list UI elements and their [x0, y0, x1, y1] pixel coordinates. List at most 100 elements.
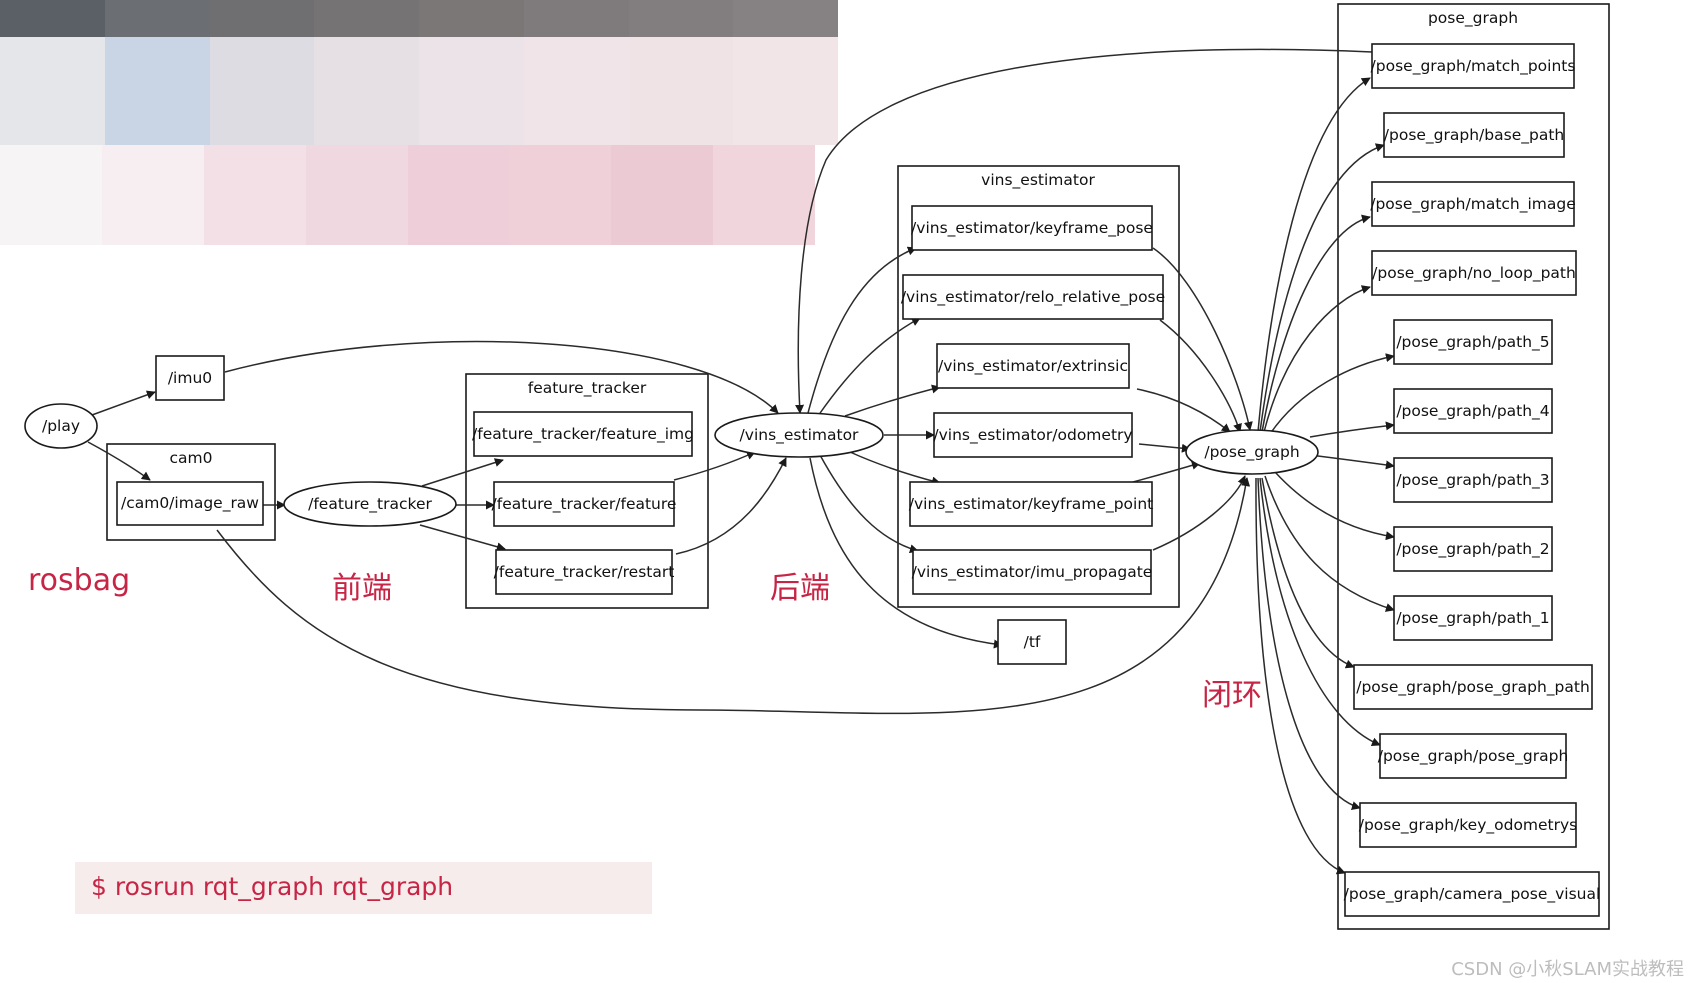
- node-feature-tracker-label: /feature_tracker: [308, 495, 432, 514]
- node-ve-keyframe-point-label: /vins_estimator/keyframe_point: [909, 495, 1153, 514]
- node-ve-keyframe-pose-label: /vins_estimator/keyframe_pose: [911, 219, 1153, 238]
- node-pg-camera-pose-visual[interactable]: /pose_graph/camera_pose_visual: [1344, 871, 1601, 917]
- node-pg-path-3[interactable]: /pose_graph/path_3: [1393, 457, 1553, 503]
- edge-pose-graph-no-loop-path: [1263, 285, 1371, 433]
- node-cam0-image-raw-label: /cam0/image_raw: [121, 494, 259, 513]
- edge-keyframe-pose-pose-graph: [1152, 247, 1253, 431]
- annotation-frontend: 前端: [332, 571, 392, 606]
- node-ve-relo-relative-pose[interactable]: /vins_estimator/relo_relative_pose: [901, 274, 1165, 320]
- edge-pose-graph-match-points: [1257, 77, 1371, 433]
- blurred-cell: [209, 37, 315, 145]
- node-pose-graph[interactable]: /pose_graph: [1185, 429, 1319, 475]
- node-pg-path-2-label: /pose_graph/path_2: [1396, 540, 1549, 559]
- node-ve-odometry-label: /vins_estimator/odometry: [933, 426, 1132, 445]
- node-vins-estimator[interactable]: /vins_estimator: [714, 412, 884, 458]
- blurred-cell: [101, 145, 204, 245]
- node-feature-tracker[interactable]: /feature_tracker: [283, 481, 457, 527]
- edge-vins-imu-propagate: [819, 454, 919, 554]
- blurred-cell: [407, 145, 510, 245]
- edge-imu0-vins-estimator: [224, 340, 779, 414]
- node-ft-feature[interactable]: /feature_tracker/feature: [492, 481, 677, 527]
- node-imu0[interactable]: /imu0: [155, 355, 225, 401]
- node-pg-pose-graph[interactable]: /pose_graph/pose_graph: [1378, 733, 1569, 779]
- annotation-loop-closure: 闭环: [1202, 678, 1262, 713]
- node-pg-pose-graph-label: /pose_graph/pose_graph: [1378, 747, 1569, 766]
- blurred-cell: [209, 0, 315, 37]
- edge-pose-graph-path-4: [1309, 421, 1395, 438]
- node-pg-path-4[interactable]: /pose_graph/path_4: [1393, 388, 1553, 434]
- edge-play-cam0-image-raw: [87, 441, 151, 481]
- edge-pose-graph-base-path: [1259, 143, 1385, 433]
- blurred-cell: [314, 37, 419, 145]
- node-pg-match-points[interactable]: /pose_graph/match_points: [1371, 43, 1576, 89]
- node-tf-label: /tf: [1024, 633, 1041, 651]
- node-pg-no-loop-path-label: /pose_graph/no_loop_path: [1372, 264, 1576, 283]
- edges: [87, 48, 1395, 875]
- node-ve-relo-relative-pose-label: /vins_estimator/relo_relative_pose: [901, 288, 1165, 307]
- node-ft-restart[interactable]: /feature_tracker/restart: [494, 549, 675, 595]
- node-pose-graph-label: /pose_graph: [1204, 443, 1299, 462]
- cluster-pose-graph-label: pose_graph: [1428, 9, 1518, 28]
- node-pg-pose-graph-path[interactable]: /pose_graph/pose_graph_path: [1353, 664, 1593, 710]
- node-imu0-label: /imu0: [168, 369, 212, 387]
- edge-odometry-pose-graph: [1138, 443, 1191, 453]
- edge-extrinsic-pose-graph: [1136, 388, 1231, 433]
- annotation-backend: 后端: [770, 571, 830, 606]
- edge-play-imu0: [91, 390, 156, 416]
- node-pg-match-points-label: /pose_graph/match_points: [1371, 57, 1576, 76]
- node-pg-no-loop-path[interactable]: /pose_graph/no_loop_path: [1371, 250, 1577, 296]
- edge-imu-propagate-pose-graph: [1152, 475, 1247, 551]
- edge-feature-vins-estimator: [673, 451, 756, 481]
- cluster-pose-graph: pose_graph: [1337, 3, 1610, 930]
- node-ft-restart-label: /feature_tracker/restart: [494, 563, 675, 582]
- blurred-cell: [104, 0, 210, 37]
- blurred-cell: [0, 37, 105, 145]
- node-ve-keyframe-point[interactable]: /vins_estimator/keyframe_point: [909, 481, 1153, 527]
- edge-feature-tracker-feature-img: [421, 458, 504, 487]
- edge-restart-vins-estimator: [675, 457, 787, 555]
- edge-vins-keyframe-point: [849, 451, 941, 486]
- edge-cam0-image-raw-pose-graph: [216, 477, 1251, 715]
- node-ft-feature-img[interactable]: /feature_tracker/feature_img: [472, 411, 694, 457]
- node-cam0-image-raw[interactable]: /cam0/image_raw: [116, 481, 264, 526]
- node-tf[interactable]: /tf: [997, 619, 1067, 665]
- blurred-header-row: [0, 37, 838, 145]
- node-pg-match-image[interactable]: /pose_graph/match_image: [1370, 181, 1576, 227]
- node-ve-imu-propagate[interactable]: /vins_estimator/imu_propagate: [912, 549, 1153, 595]
- node-pg-path-5-label: /pose_graph/path_5: [1396, 333, 1549, 352]
- blurred-cell: [419, 0, 524, 37]
- edge-pose-graph-camera-pose-visual: [1255, 477, 1346, 875]
- edge-pose-graph-pose-graph: [1259, 477, 1381, 747]
- node-pg-path-1[interactable]: /pose_graph/path_1: [1393, 595, 1553, 641]
- blurred-cell: [611, 145, 714, 245]
- node-play-label: /play: [42, 417, 80, 435]
- blurred-cell: [733, 37, 838, 145]
- node-pg-key-odometrys[interactable]: /pose_graph/key_odometrys: [1359, 802, 1578, 848]
- blurred-cell: [509, 145, 612, 245]
- edge-pose-graph-path-3: [1309, 454, 1395, 470]
- edge-keyframe-point-pose-graph: [1132, 461, 1201, 483]
- node-ve-keyframe-pose[interactable]: /vins_estimator/keyframe_pose: [911, 205, 1153, 251]
- edge-pose-graph-pose-graph-path: [1261, 477, 1355, 669]
- node-play[interactable]: /play: [24, 403, 98, 449]
- blurred-cell: [203, 145, 306, 245]
- watermark: CSDN @小秋SLAM实战教程: [1451, 959, 1684, 980]
- edge-pose-graph-path-1: [1264, 475, 1395, 612]
- node-pg-pose-graph-path-label: /pose_graph/pose_graph_path: [1356, 678, 1590, 697]
- node-ft-feature-label: /feature_tracker/feature: [492, 495, 677, 514]
- node-ve-extrinsic[interactable]: /vins_estimator/extrinsic: [936, 343, 1130, 389]
- edge-pose-graph-path-2: [1274, 471, 1395, 541]
- edge-match-points-vins-estimator: [795, 48, 1373, 414]
- node-pg-path-2[interactable]: /pose_graph/path_2: [1393, 526, 1553, 572]
- node-pg-base-path[interactable]: /pose_graph/base_path: [1383, 112, 1565, 158]
- node-pg-path-5[interactable]: /pose_graph/path_5: [1393, 319, 1553, 365]
- cluster-feature-tracker: feature_tracker: [465, 373, 709, 609]
- cluster-feature-tracker-label: feature_tracker: [528, 379, 647, 398]
- node-ve-odometry[interactable]: /vins_estimator/odometry: [933, 412, 1133, 458]
- edge-pose-graph-path-5: [1269, 353, 1395, 435]
- blurred-cell: [733, 0, 838, 37]
- node-pg-match-image-label: /pose_graph/match_image: [1370, 195, 1576, 214]
- cluster-vins-estimator: vins_estimator: [897, 165, 1180, 608]
